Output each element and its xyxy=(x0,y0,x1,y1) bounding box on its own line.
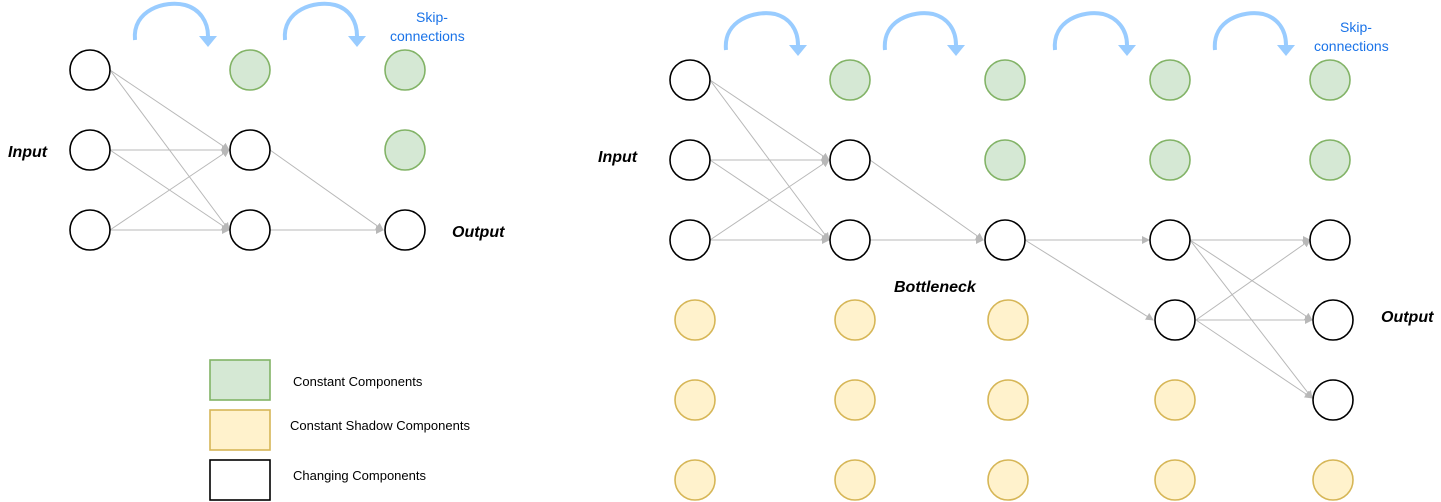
skip-connections-label: Skip- xyxy=(1340,19,1372,35)
legend-label-shadow: Constant Shadow Components xyxy=(290,418,470,433)
hidden-node xyxy=(229,129,271,171)
constant-node xyxy=(984,139,1026,181)
shadow-node xyxy=(674,459,716,501)
hidden-node xyxy=(829,219,871,261)
bottleneck-label: Bottleneck xyxy=(894,279,977,296)
skip-connections-label: connections xyxy=(1314,38,1389,54)
shadow-node xyxy=(834,299,876,341)
bottleneck-node xyxy=(984,219,1026,261)
skip-connection-arrow xyxy=(282,1,366,47)
output-label: Output xyxy=(452,224,505,241)
shadow-node xyxy=(987,379,1029,421)
hidden-node xyxy=(1154,299,1196,341)
shadow-node xyxy=(834,459,876,501)
edge xyxy=(709,79,830,161)
output-node xyxy=(1312,379,1354,421)
shadow-node xyxy=(987,459,1029,501)
output-label: Output xyxy=(1381,309,1434,326)
edge xyxy=(709,159,830,241)
constant-node xyxy=(1309,139,1351,181)
constant-node xyxy=(829,59,871,101)
hidden-node xyxy=(1149,219,1191,261)
legend-label-constant: Constant Components xyxy=(293,374,423,389)
skip-connection-arrow xyxy=(882,11,965,56)
output-node xyxy=(1312,299,1354,341)
legend: Constant Components Constant Shadow Comp… xyxy=(209,359,470,501)
input-label: Input xyxy=(598,149,638,166)
input-label: Input xyxy=(8,144,48,161)
input-node xyxy=(69,49,111,91)
input-node xyxy=(69,209,111,251)
input-node xyxy=(69,129,111,171)
output-node xyxy=(1309,219,1351,261)
constant-node xyxy=(1149,139,1191,181)
shadow-node xyxy=(1154,379,1196,421)
skip-connection-arrow xyxy=(1212,11,1295,56)
edge xyxy=(1024,239,1154,321)
constant-node xyxy=(1309,59,1351,101)
input-node xyxy=(669,219,711,261)
skip-connections-label: connections xyxy=(390,28,465,44)
shadow-node xyxy=(1154,459,1196,501)
output-node xyxy=(384,209,426,251)
edge xyxy=(269,149,384,231)
skip-connection-arrow xyxy=(1052,11,1136,56)
input-node xyxy=(669,59,711,101)
shadow-node xyxy=(1312,459,1354,501)
constant-node xyxy=(384,49,426,91)
legend-label-changing: Changing Components xyxy=(293,468,426,483)
right-network: Input Bottleneck Output Skip- connection… xyxy=(598,11,1434,501)
skip-connection-arrow xyxy=(132,1,217,47)
skip-connection-arrow xyxy=(723,11,807,56)
skip-connections-label: Skip- xyxy=(416,9,448,25)
constant-node xyxy=(229,49,271,91)
legend-swatch-shadow xyxy=(209,409,271,451)
legend-swatch-constant xyxy=(209,359,271,401)
input-node xyxy=(669,139,711,181)
shadow-node xyxy=(987,299,1029,341)
constant-node xyxy=(984,59,1026,101)
right-edges xyxy=(709,79,1313,399)
legend-swatch-changing xyxy=(209,459,271,501)
edge xyxy=(1189,239,1313,321)
edge xyxy=(109,149,230,231)
edge xyxy=(1195,239,1311,321)
shadow-node xyxy=(834,379,876,421)
edge xyxy=(109,69,230,151)
shadow-node xyxy=(674,299,716,341)
edge xyxy=(1195,319,1313,399)
hidden-node xyxy=(229,209,271,251)
constant-node xyxy=(384,129,426,171)
left-edges xyxy=(109,69,384,234)
shadow-node xyxy=(674,379,716,421)
hidden-node xyxy=(829,139,871,181)
edge xyxy=(1189,239,1313,399)
constant-node xyxy=(1149,59,1191,101)
left-network: Input Output Skip- connections xyxy=(8,1,505,251)
edge xyxy=(869,159,984,241)
